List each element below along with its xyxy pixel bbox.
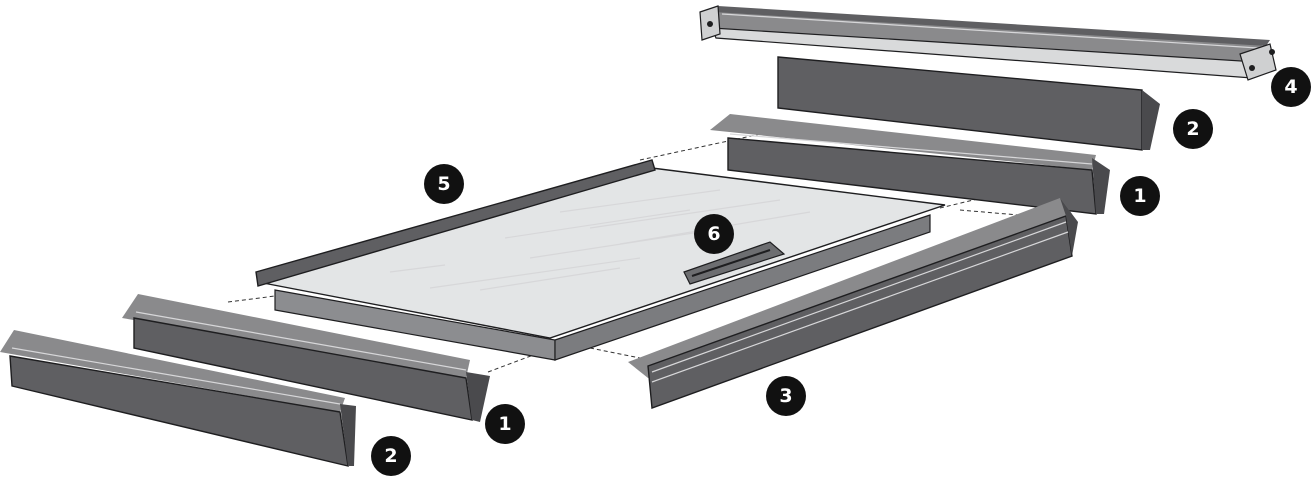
back-side-panel — [777, 56, 1160, 151]
callout-2-back: 2 — [1173, 109, 1213, 149]
callout-1-back: 1 — [1120, 176, 1160, 216]
callout-6: 6 — [694, 214, 734, 254]
callout-4: 4 — [1271, 67, 1311, 107]
glass-edge-profile — [255, 159, 656, 287]
top-frame-rail — [699, 5, 1277, 81]
callout-5: 5 — [424, 164, 464, 204]
handle — [683, 241, 786, 285]
side-rail — [628, 198, 1078, 409]
back-rail — [710, 114, 1110, 215]
front-rail — [122, 294, 490, 422]
callout-3: 3 — [766, 376, 806, 416]
callout-1-front: 1 — [485, 404, 525, 444]
front-lower-rail — [0, 330, 356, 467]
glass-panel — [255, 159, 946, 361]
callout-2-front: 2 — [371, 436, 411, 476]
